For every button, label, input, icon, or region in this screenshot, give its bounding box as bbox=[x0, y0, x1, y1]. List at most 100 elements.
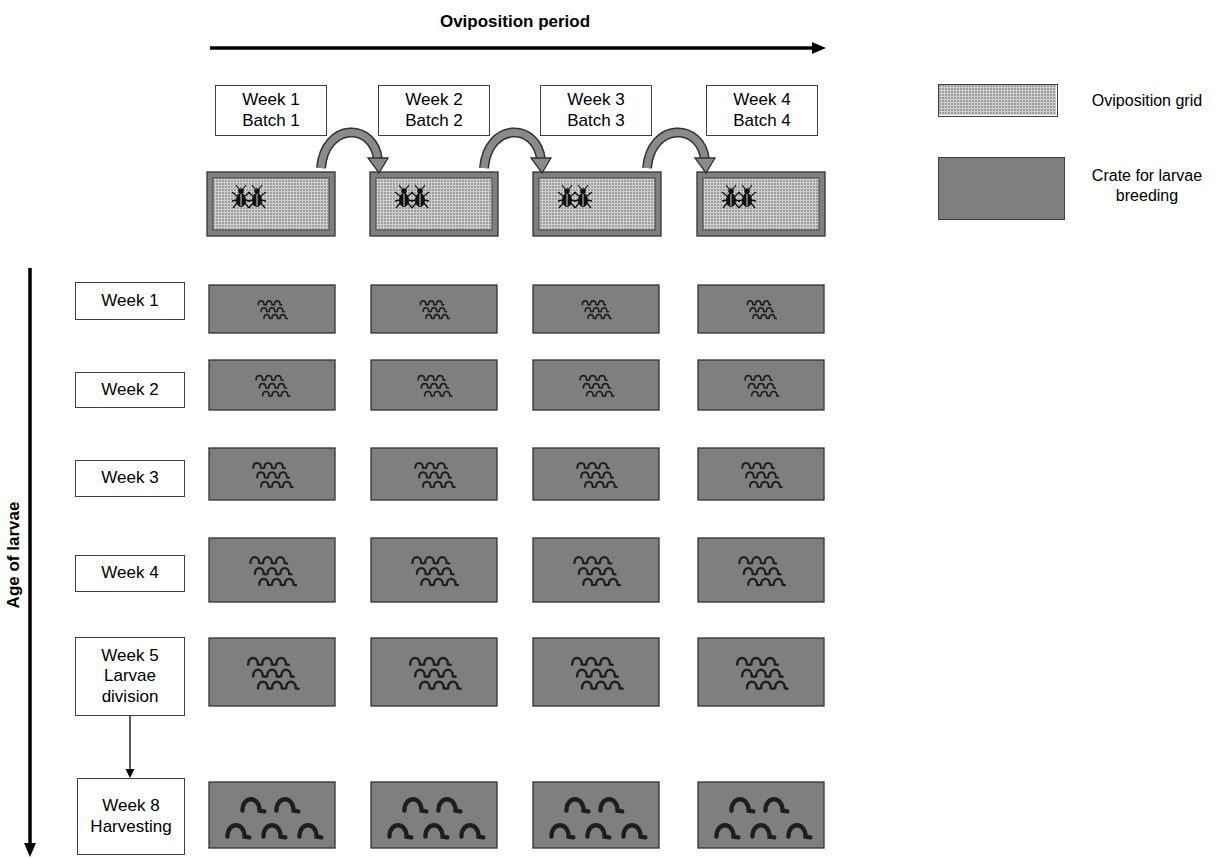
larva-icon bbox=[448, 682, 460, 689]
larva-icon bbox=[427, 376, 435, 381]
breeding-crate bbox=[371, 638, 497, 706]
beetle-icon bbox=[738, 185, 756, 208]
larva-icon bbox=[593, 384, 601, 389]
beetle-leg bbox=[248, 192, 253, 196]
larva-icon bbox=[604, 568, 615, 574]
larva-icon bbox=[417, 568, 428, 574]
arrow-head bbox=[695, 158, 715, 173]
larva-icon bbox=[425, 825, 447, 837]
larva-icon bbox=[599, 463, 609, 468]
larva-icon bbox=[596, 482, 606, 487]
box-text: Week 1 bbox=[101, 291, 158, 311]
beetle-leg bbox=[424, 203, 428, 208]
box-text: Week 3 Batch 3 bbox=[557, 90, 635, 131]
beetle-leg bbox=[739, 203, 743, 208]
larva-icon bbox=[242, 799, 264, 811]
arrow-head bbox=[24, 843, 36, 857]
beetle-stripe bbox=[257, 194, 258, 206]
larva-icon bbox=[275, 376, 283, 381]
oviposition-grid bbox=[539, 178, 655, 230]
text-group: Week 2 bbox=[101, 380, 158, 400]
larva-icon bbox=[770, 670, 782, 677]
transfer-arrow bbox=[484, 132, 541, 168]
arrow-head bbox=[531, 158, 551, 173]
larva-icon bbox=[404, 799, 426, 811]
larva-icon bbox=[586, 658, 598, 665]
larva-icon bbox=[761, 315, 768, 319]
text-group: Week 3 Batch 3 bbox=[557, 90, 635, 131]
larva-icon bbox=[596, 315, 603, 319]
breeding-crate bbox=[698, 538, 824, 602]
larva-icon bbox=[285, 579, 296, 585]
larva-icon bbox=[753, 315, 760, 319]
beetle-stripe bbox=[567, 194, 568, 206]
larva-icon bbox=[769, 315, 776, 319]
larva-icon bbox=[430, 568, 441, 574]
larva-icon bbox=[421, 384, 429, 389]
larva-icon bbox=[281, 392, 289, 397]
larva-icon bbox=[598, 301, 605, 305]
larva-icon bbox=[447, 579, 458, 585]
larva-icon bbox=[761, 482, 771, 487]
grid-pattern bbox=[939, 85, 1056, 115]
oviposition-grid bbox=[213, 178, 329, 230]
larva-icon bbox=[410, 658, 422, 665]
beetle-stripe bbox=[241, 194, 242, 206]
text-group: Week 3 bbox=[101, 468, 158, 488]
larva-icon bbox=[264, 315, 271, 319]
larva-icon bbox=[580, 376, 588, 381]
oviposition-grid bbox=[376, 178, 492, 230]
larva-icon bbox=[602, 384, 610, 389]
larva-icon bbox=[572, 658, 584, 665]
larva-icon bbox=[742, 463, 752, 468]
text-group: Week 4 Batch 4 bbox=[723, 90, 801, 131]
beetle-head bbox=[580, 188, 586, 194]
beetle-body bbox=[236, 193, 246, 207]
larva-icon bbox=[436, 301, 443, 305]
larva-icon bbox=[415, 670, 427, 677]
beetle-leg bbox=[395, 192, 400, 196]
larva-icon bbox=[286, 682, 298, 689]
larva-icon bbox=[420, 301, 427, 305]
beetle-stripe bbox=[404, 194, 405, 206]
larva-icon bbox=[600, 557, 611, 563]
larva-icon bbox=[431, 308, 438, 312]
text-group: Week 5 Larvae division bbox=[86, 646, 174, 707]
text-group: Week 8 Harvesting bbox=[84, 796, 178, 837]
beetle-head bbox=[564, 188, 570, 194]
larva-icon bbox=[423, 308, 430, 312]
beetle-body bbox=[562, 193, 572, 207]
larva-icon bbox=[412, 557, 423, 563]
arrow-head bbox=[368, 158, 388, 173]
larva-icon bbox=[440, 384, 448, 389]
larva-icon bbox=[587, 825, 609, 837]
box-text: Week 4 Batch 4 bbox=[723, 90, 801, 131]
larva-icon bbox=[599, 376, 607, 381]
breeding-crate bbox=[533, 448, 659, 500]
breeding-crate bbox=[207, 172, 335, 236]
larva-icon bbox=[425, 557, 436, 563]
beetle-leg bbox=[261, 203, 265, 208]
larva-icon bbox=[259, 384, 267, 389]
larva-icon bbox=[766, 308, 773, 312]
beetle-leg bbox=[722, 192, 727, 196]
beetle-icon bbox=[558, 185, 576, 208]
beetle-leg bbox=[424, 192, 429, 196]
week-label-box: Week 2 bbox=[75, 372, 185, 408]
breeding-crate bbox=[209, 448, 335, 500]
larva-icon bbox=[775, 682, 787, 689]
breeding-crate bbox=[371, 782, 497, 848]
larva-icon bbox=[589, 376, 597, 381]
larva-icon bbox=[577, 670, 589, 677]
age-arrow bbox=[28, 268, 32, 843]
larva-icon bbox=[747, 682, 759, 689]
larva-icon bbox=[272, 482, 282, 487]
larva-icon bbox=[280, 315, 287, 319]
period-arrow bbox=[210, 46, 812, 50]
beetle-body bbox=[399, 193, 409, 207]
larva-icon bbox=[389, 825, 411, 837]
text-group: Week 1 bbox=[101, 291, 158, 311]
larva-icon bbox=[461, 825, 483, 837]
larva-icon bbox=[425, 392, 433, 397]
larva-icon bbox=[591, 670, 603, 677]
